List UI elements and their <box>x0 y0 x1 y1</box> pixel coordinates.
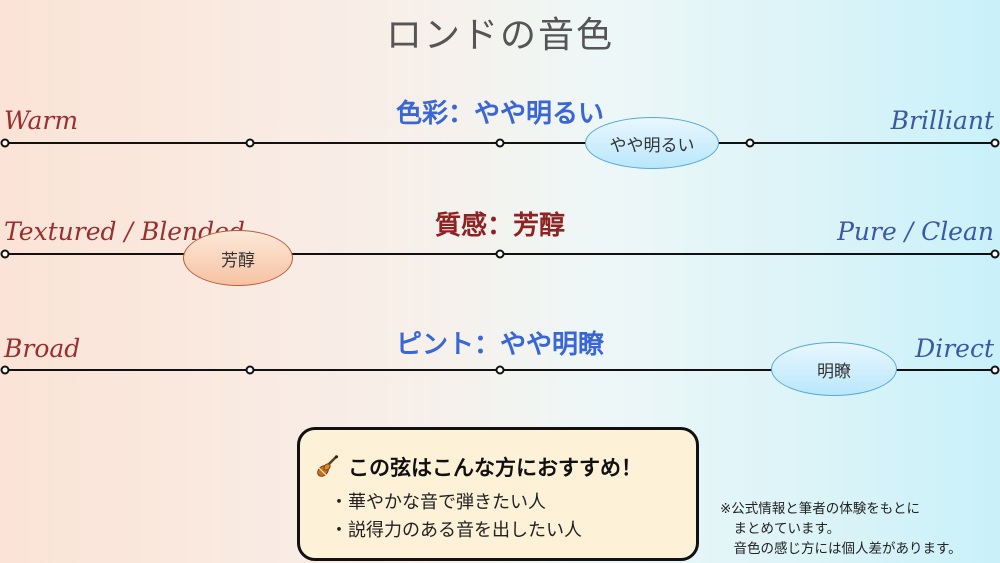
page-title: ロンドの音色 <box>385 15 614 56</box>
note-line: 音色の感じ方には個人差があります。 <box>720 541 962 557</box>
scale-3-tick <box>0 365 10 375</box>
recommendation-item: ・華やかな音で弾きたい人 <box>330 492 546 513</box>
recommendation-title: この弦はこんな方におすすめ！ <box>348 456 642 480</box>
scale-3-tick <box>990 365 1000 375</box>
scale-3-tick <box>495 365 505 375</box>
scale-2-tick <box>0 249 10 259</box>
scale-3-tick <box>245 365 255 375</box>
scale-1-tick <box>495 138 505 148</box>
note-line: まとめています。 <box>720 521 841 537</box>
scale-2-tick <box>495 249 505 259</box>
scale-2-heading: 質感：芳醇 <box>434 211 565 241</box>
scale-2-right-label: Pure / Clean <box>837 217 994 246</box>
note-line: ※公式情報と筆者の体験をもとに <box>720 501 921 517</box>
scale-2-marker: 芳醇 <box>183 230 293 286</box>
scale-2-tick <box>990 249 1000 259</box>
scale-1-marker: やや明るい <box>585 117 719 169</box>
scale-1-right-label: Brilliant <box>890 106 994 135</box>
recommendation-item: ・説得力のある音を出したい人 <box>330 520 582 541</box>
scale-3-right-label: Direct <box>915 334 994 363</box>
scale-3-left-label: Broad <box>4 334 81 363</box>
recommendation-box: この弦はこんな方におすすめ！ ・華やかな音で弾きたい人 ・説得力のある音を出した… <box>297 427 699 561</box>
scale-1-tick <box>990 138 1000 148</box>
recommendation-title-row: この弦はこんな方におすすめ！ <box>314 452 642 482</box>
scale-3-marker: 明瞭 <box>771 342 897 396</box>
violin-icon <box>317 455 339 477</box>
scale-1-tick <box>245 138 255 148</box>
scale-3-heading: ピント：やや明瞭 <box>395 330 604 360</box>
disclaimer-note: ※公式情報と筆者の体験をもとに まとめています。 音色の感じ方には個人差がありま… <box>720 499 962 559</box>
scale-1-tick <box>745 138 755 148</box>
scale-1-heading: 色彩：やや明るい <box>395 99 604 129</box>
scale-1-tick <box>0 138 10 148</box>
scale-1-left-label: Warm <box>4 106 79 135</box>
